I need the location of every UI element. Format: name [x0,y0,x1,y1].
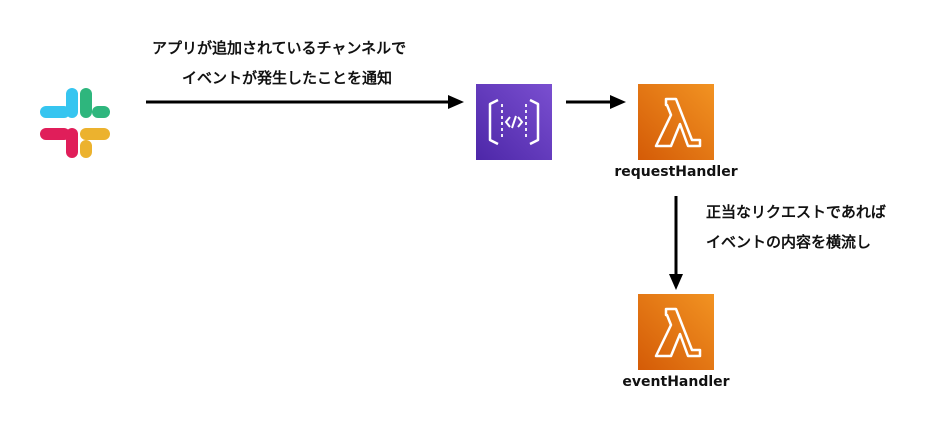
arrow-request-to-event-handler [669,196,683,290]
lambda-icon [638,84,714,160]
request-handler-label: requestHandler [614,164,738,180]
edge-label-request-to-event-line1: 正当なリクエストであれば [706,203,886,221]
api-gateway-icon [476,84,552,160]
edge-label-request-to-event-line2: イベントの内容を横流し [706,233,872,251]
edge-label-slack-to-gateway-line2: イベントが発生したことを通知 [182,69,393,87]
event-handler-label: eventHandler [622,374,730,390]
arrow-slack-to-gateway [146,95,464,109]
lambda-icon [638,294,714,370]
arrow-gateway-to-request-handler [566,95,626,109]
slack-logo-icon [40,88,110,158]
edge-label-slack-to-gateway-line1: アプリが追加されているチャンネルで [152,39,407,57]
